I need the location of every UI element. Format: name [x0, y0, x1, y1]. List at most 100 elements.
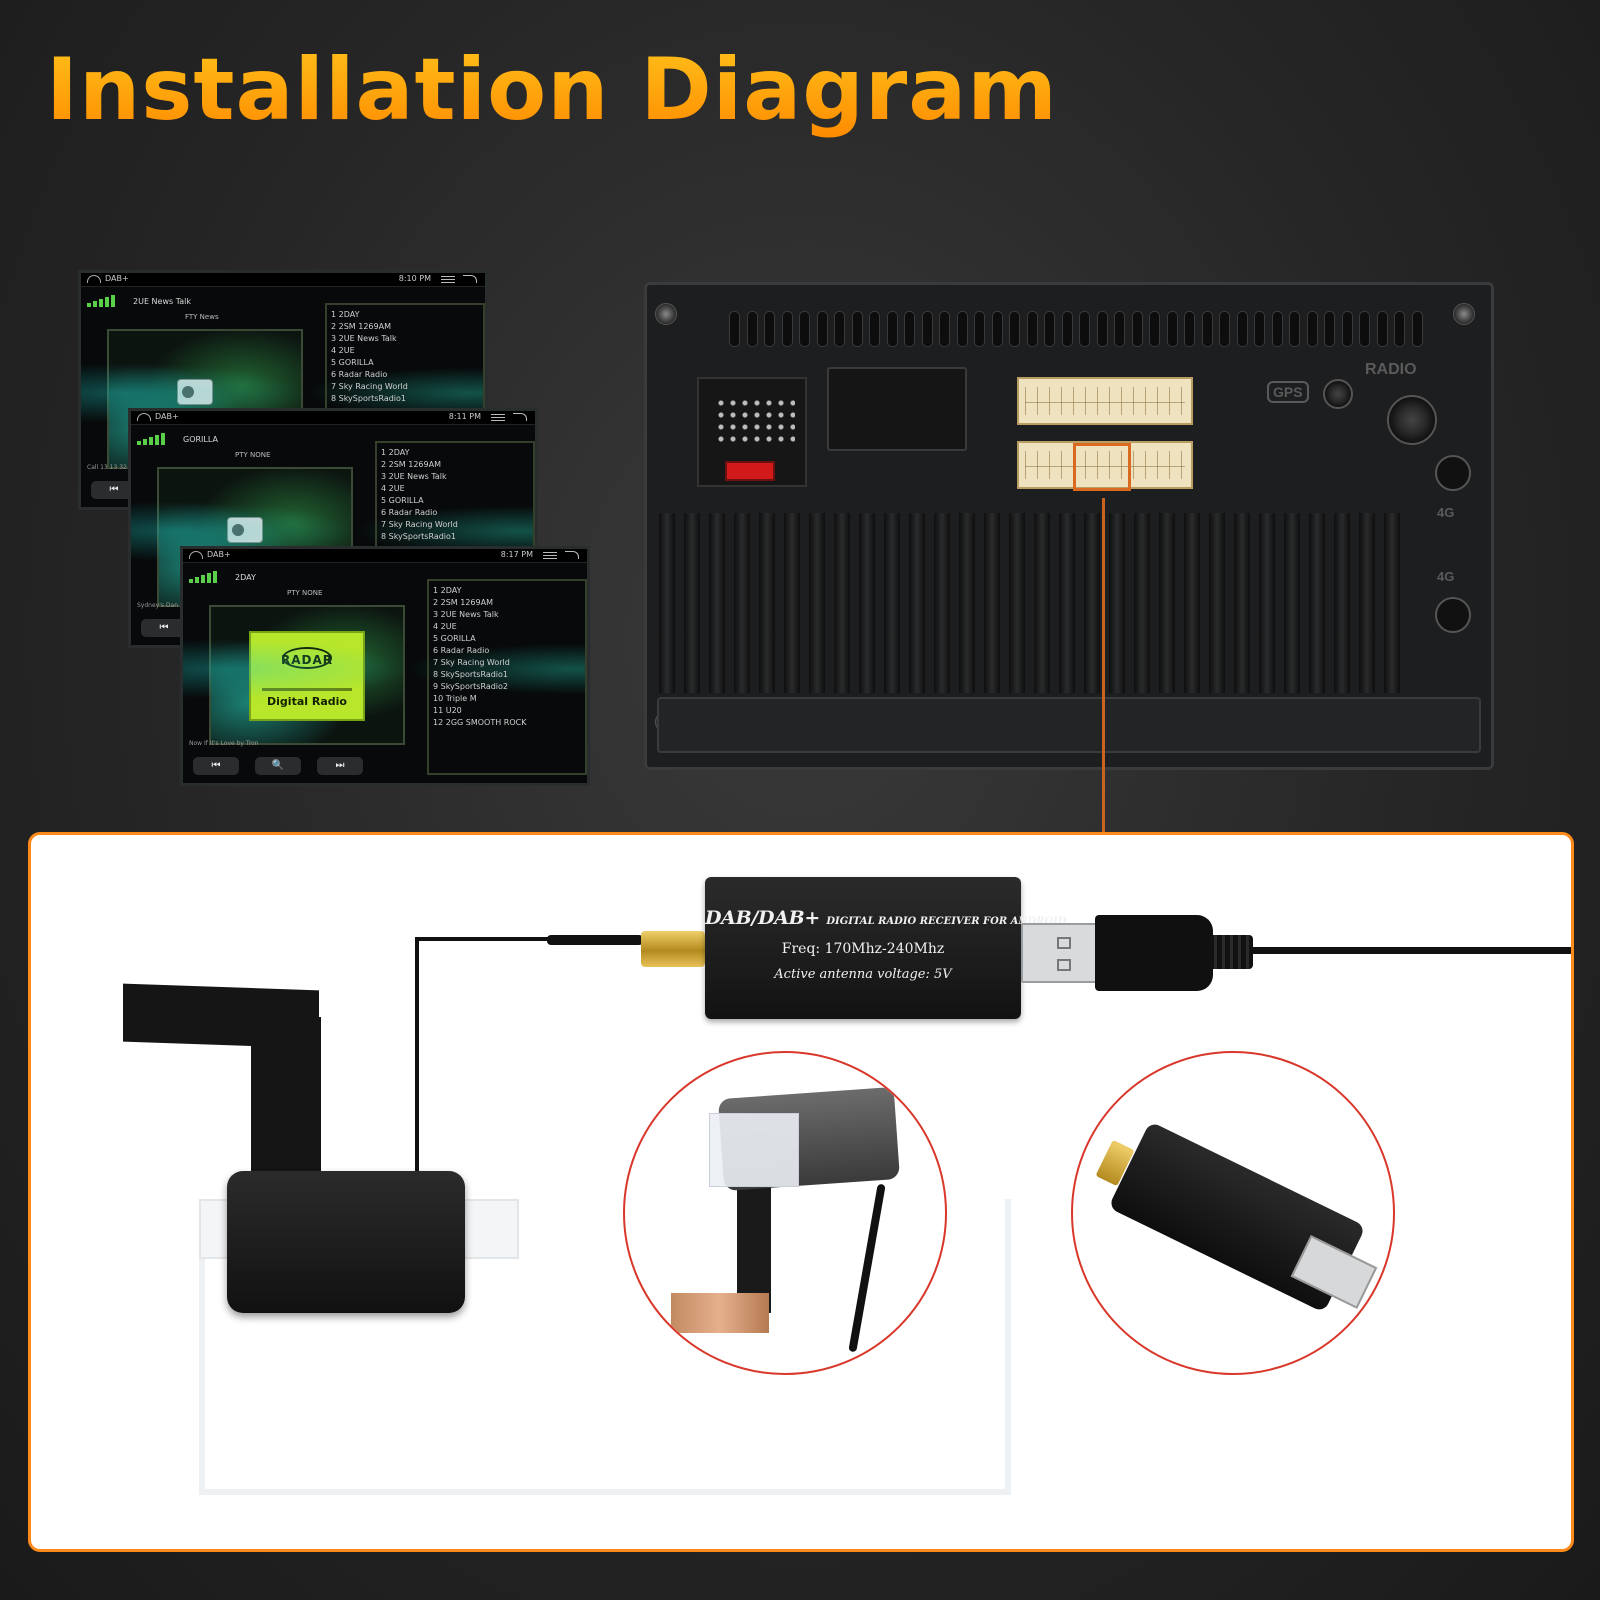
closeup-film — [709, 1113, 799, 1187]
vent-slot — [1009, 311, 1020, 347]
dongle-voltage: Active antenna voltage: 5V — [774, 967, 952, 982]
search-button[interactable]: 🔍 — [255, 757, 301, 775]
list-item[interactable]: 3 2UE News Talk — [331, 334, 397, 343]
back-icon[interactable] — [565, 551, 579, 559]
list-item[interactable]: 2 2SM 1269AM — [433, 598, 493, 607]
heatsink-fin — [809, 513, 825, 693]
list-item[interactable]: 1 2DAY — [433, 586, 462, 595]
list-item[interactable]: 5 GORILLA — [433, 634, 476, 643]
list-item[interactable]: 4 2UE — [331, 346, 355, 355]
dab-dongle: DAB/DAB+ DIGITAL RADIO RECEIVER FOR ANDR… — [705, 877, 1067, 1019]
round-port-icon — [1435, 455, 1471, 491]
vent-slot — [1219, 311, 1230, 347]
back-icon[interactable] — [513, 413, 527, 421]
dongle-closeup — [1071, 1051, 1395, 1375]
top-vents — [729, 311, 1423, 347]
heatsink-fin — [659, 513, 675, 693]
vent-slot — [1149, 311, 1160, 347]
list-item[interactable]: 8 SkySportsRadio1 — [433, 670, 509, 679]
list-item[interactable]: 10 Triple M — [433, 694, 477, 703]
closeup-copper-tape — [671, 1293, 769, 1333]
footer-text: Call 13 13 32 — [87, 464, 127, 471]
menu-icon[interactable] — [491, 414, 505, 421]
dongle-brand: DAB/DAB+ — [705, 907, 821, 929]
list-item[interactable]: 4 2UE — [381, 484, 405, 493]
vent-slot — [991, 311, 1003, 347]
home-icon[interactable] — [189, 551, 203, 559]
prev-button[interactable]: ⏮ — [141, 619, 187, 637]
closeup-strip — [737, 1183, 771, 1313]
head-unit-back: GPS RADIO 4G 4G — [644, 282, 1494, 770]
vent-slot — [1341, 311, 1353, 347]
dongle-frequency: Freq: 170Mhz-240Mhz — [781, 941, 945, 957]
vent-slot — [799, 311, 810, 347]
list-item[interactable]: 5 GORILLA — [331, 358, 374, 367]
vent-slot — [1376, 311, 1388, 347]
menu-icon[interactable] — [441, 276, 455, 283]
usb-cable — [1249, 947, 1571, 954]
vent-slot — [1166, 311, 1178, 347]
heatsink-fin — [959, 513, 975, 693]
vent-slot — [1306, 311, 1318, 347]
menu-icon[interactable] — [543, 552, 557, 559]
heatsink-fin — [1009, 513, 1025, 693]
antenna-closeup — [623, 1051, 947, 1375]
prev-button[interactable]: ⏮ — [91, 481, 137, 499]
list-item[interactable]: 7 Sky Racing World — [331, 382, 408, 391]
clock: 8:17 PM — [500, 550, 533, 559]
radar-logo: RADAR Digital Radio — [249, 631, 365, 721]
vent-slot — [904, 311, 915, 347]
antenna-cable-end — [547, 935, 643, 945]
heatsink-fin — [1359, 513, 1375, 693]
antenna-strip — [251, 1017, 321, 1197]
list-item[interactable]: 5 GORILLA — [381, 496, 424, 505]
list-item[interactable]: 8 SkySportsRadio1 — [381, 532, 457, 541]
4g-label: 4G — [1437, 505, 1455, 520]
app-name: DAB+ — [155, 412, 179, 421]
screw-icon — [1453, 303, 1475, 325]
list-item[interactable]: 6 Radar Radio — [331, 370, 388, 379]
back-icon[interactable] — [463, 275, 477, 283]
harness-connector-top — [1017, 377, 1193, 425]
next-button[interactable]: ⏭ — [317, 757, 363, 775]
list-item[interactable]: 12 2GG SMOOTH ROCK — [433, 718, 527, 727]
list-item[interactable]: 7 Sky Racing World — [433, 658, 510, 667]
heatsink-fin — [1209, 513, 1225, 693]
list-item[interactable]: 3 2UE News Talk — [433, 610, 499, 619]
status-bar: DAB+ 8:17 PM — [183, 549, 587, 563]
list-item[interactable]: 1 2DAY — [331, 310, 360, 319]
list-item[interactable]: 11 U20 — [433, 706, 462, 715]
home-icon[interactable] — [137, 413, 151, 421]
iso-connector — [697, 377, 807, 487]
list-item[interactable]: 6 Radar Radio — [433, 646, 490, 655]
list-item[interactable]: 2 2SM 1269AM — [331, 322, 391, 331]
list-item[interactable]: 7 Sky Racing World — [381, 520, 458, 529]
list-item[interactable]: 6 Radar Radio — [381, 508, 438, 517]
heatsink-fin — [1134, 513, 1150, 693]
heatsink-fin — [884, 513, 900, 693]
home-icon[interactable] — [87, 275, 101, 283]
heatsink-fin — [709, 513, 725, 693]
usb-strain-relief — [1209, 935, 1253, 969]
list-item[interactable]: 8 SkySportsRadio1 — [331, 394, 407, 403]
vent-slot — [974, 311, 985, 347]
prev-button[interactable]: ⏮ — [193, 757, 239, 775]
radio-icon — [227, 517, 263, 543]
signal-icon — [87, 295, 115, 307]
antenna-cable — [415, 937, 595, 941]
heatsink-fin — [684, 513, 700, 693]
vent-slot — [1096, 311, 1108, 347]
list-item[interactable]: 1 2DAY — [381, 448, 410, 457]
connector-pins — [715, 397, 795, 443]
screw-icon — [655, 303, 677, 325]
heatsink-fin — [1309, 513, 1325, 693]
antenna-film — [199, 1199, 1011, 1495]
list-item[interactable]: 4 2UE — [433, 622, 457, 631]
heatsink-fin — [734, 513, 750, 693]
vent-slot — [1026, 311, 1038, 347]
radio-icon — [177, 379, 213, 405]
list-item[interactable]: 9 SkySportsRadio2 — [433, 682, 509, 691]
pty-label: PTY NONE — [287, 589, 323, 597]
list-item[interactable]: 3 2UE News Talk — [381, 472, 447, 481]
list-item[interactable]: 2 2SM 1269AM — [381, 460, 441, 469]
